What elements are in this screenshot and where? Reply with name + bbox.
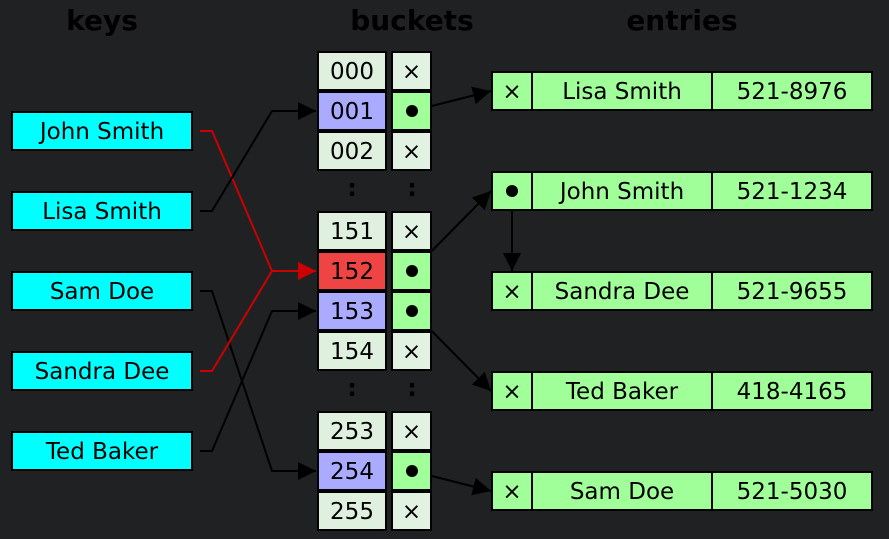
headers-layer: keys buckets entries (66, 4, 738, 37)
entry-phone (711, 271, 873, 311)
entry-name (531, 471, 713, 511)
bucket-label (317, 411, 387, 451)
bucket-label-text: 151 (330, 219, 374, 245)
entry-name (531, 271, 713, 311)
entry-name-text: Ted Baker (565, 379, 679, 405)
bucket-label (317, 91, 387, 131)
bucket-label (317, 251, 387, 291)
bucket-label-text: 254 (330, 459, 374, 485)
entry-name-text: Sandra Dee (555, 279, 690, 305)
entry-phone (711, 471, 873, 511)
key-box-text: John Smith (38, 119, 164, 145)
bucket-slot-text: × (402, 419, 421, 445)
entry-next-slot (491, 71, 533, 111)
entry-next-slot-text: × (502, 79, 521, 105)
entry-name-text: Lisa Smith (562, 79, 682, 105)
bucket-slot (391, 411, 432, 451)
hash-link-arrow (200, 290, 316, 480)
key-box (11, 191, 193, 231)
bucket-slot (391, 211, 432, 251)
entry-phone-text: 521-8976 (737, 79, 848, 105)
bucket-label-text: 002 (330, 139, 374, 165)
bucket-slot-text: × (402, 139, 421, 165)
bucket-label (317, 491, 387, 531)
pointer-dot (406, 105, 418, 117)
key-box-text: Sam Doe (50, 279, 154, 305)
bucket-label (317, 131, 387, 171)
bucket-slot (391, 131, 432, 171)
key-box-text: Sandra Dee (35, 359, 170, 385)
entry-name (531, 171, 713, 211)
bucket-label-text: 255 (330, 499, 374, 525)
entry-phone (711, 371, 873, 411)
key-box-text: Ted Baker (45, 439, 159, 465)
bucket-slot-text: × (402, 499, 421, 525)
bucket-label-text: 152 (330, 259, 374, 285)
bucket-label-text: 153 (330, 299, 374, 325)
bucket-label-text: 000 (330, 59, 374, 85)
key-box-text: Lisa Smith (42, 199, 162, 225)
pointer-dot (406, 305, 418, 317)
ellipsis-mark: : (407, 174, 417, 202)
bucket-slot-text: × (402, 339, 421, 365)
keys-header: keys (66, 4, 138, 37)
entry-phone-text: 521-5030 (737, 479, 848, 505)
key-box (11, 351, 193, 391)
chain-pointer-dot (506, 185, 518, 197)
bucket-label (317, 331, 387, 371)
entry-name (531, 71, 713, 111)
bucket-slot (391, 51, 432, 91)
entry-name-text: John Smith (558, 179, 684, 205)
entry-next-slot-text: × (502, 279, 521, 305)
bucket-slot (391, 451, 432, 491)
pointer-dot (406, 265, 418, 277)
ellipsis-mark: : (407, 374, 417, 402)
hash-link-arrow (200, 262, 316, 372)
entry-phone-text: 418-4165 (737, 379, 848, 405)
entry-phone-text: 521-1234 (737, 179, 848, 205)
bucket-label (317, 51, 387, 91)
hash-link-arrow (200, 302, 316, 452)
bucket-label (317, 451, 387, 491)
bucket-slot-text: × (402, 59, 421, 85)
key-box (11, 431, 193, 471)
ellipsis-mark: : (347, 174, 357, 202)
entry-next-slot-text: × (502, 479, 521, 505)
buckets-header: buckets (350, 4, 473, 37)
bucket-slot (391, 491, 432, 531)
pointer-dot (406, 465, 418, 477)
key-box (11, 271, 193, 311)
bucket-slot-text: × (402, 219, 421, 245)
entry-next-slot-text: × (502, 379, 521, 405)
entry-phone (711, 171, 873, 211)
bucket-label-text: 154 (330, 339, 374, 365)
bucket-label (317, 291, 387, 331)
hash-link-arrow (200, 102, 316, 212)
entry-phone-text: 521-9655 (737, 279, 848, 305)
entries-header: entries (626, 4, 737, 37)
bucket-label-text: 253 (330, 419, 374, 445)
entry-name-text: Sam Doe (570, 479, 674, 505)
bucket-label-text: 001 (330, 99, 374, 125)
ellipsis-mark: : (347, 374, 357, 402)
bucket-slot (391, 331, 432, 371)
entry-phone (711, 71, 873, 111)
bucket-label (317, 211, 387, 251)
key-box (11, 111, 193, 151)
